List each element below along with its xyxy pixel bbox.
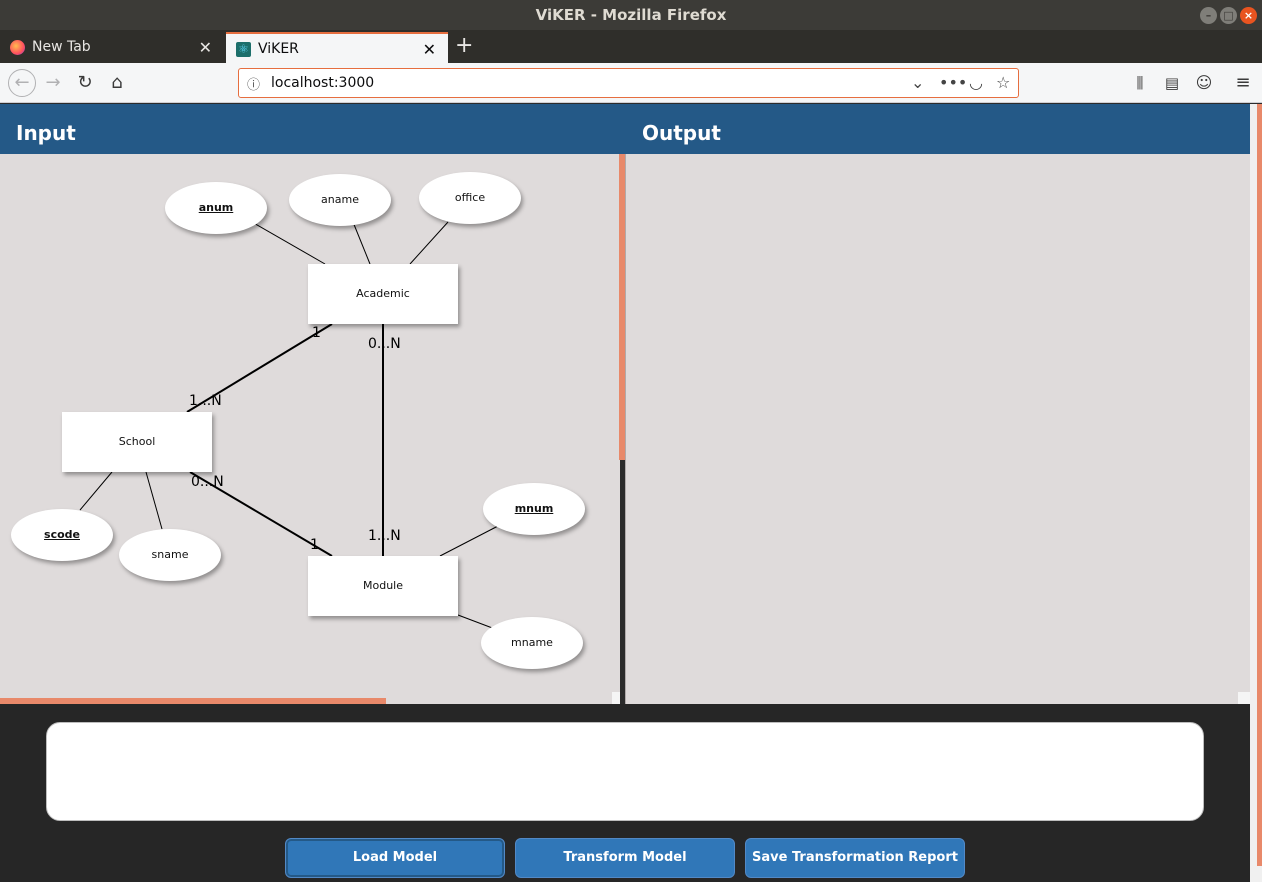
firefox-icon — [10, 40, 25, 55]
chevron-down-icon[interactable]: ⌄ — [911, 73, 925, 92]
entity-academic[interactable]: Academic — [308, 264, 458, 324]
window-title: ViKER - Mozilla Firefox — [535, 6, 727, 24]
input-panel[interactable]: Academic School Module anum aname office… — [0, 154, 620, 704]
close-tab-icon[interactable]: ✕ — [198, 38, 212, 57]
output-panel[interactable] — [626, 154, 1250, 704]
attribute-office[interactable]: office — [419, 172, 521, 224]
input-vertical-scrollbar[interactable] — [619, 154, 625, 460]
page-scrollbar-thumb[interactable] — [1257, 104, 1262, 866]
attribute-anum[interactable]: anum — [165, 182, 267, 234]
save-transformation-report-button[interactable]: Save Transformation Report — [745, 838, 965, 878]
sidebar-icon[interactable]: ▤ — [1164, 74, 1180, 92]
navigation-bar: ← → ↻ ⌂ ⓘ localhost:3000 ⌄ ••• ◡ ☆ ⫼ ▤ ☺… — [0, 63, 1262, 103]
bottom-bar: Load Model Transform Model Save Transfor… — [0, 704, 1250, 882]
attribute-scode[interactable]: scode — [11, 509, 113, 561]
close-tab-icon[interactable]: ✕ — [422, 40, 436, 59]
new-tab-icon[interactable]: + — [455, 33, 474, 58]
entity-module[interactable]: Module — [308, 556, 458, 616]
back-icon[interactable]: ← — [8, 69, 36, 97]
app-header: Input Output — [0, 104, 1250, 154]
url-text[interactable]: localhost:3000 — [271, 75, 375, 91]
load-model-button[interactable]: Load Model — [285, 838, 505, 878]
transformation-report-textarea[interactable] — [46, 722, 1204, 821]
home-icon[interactable]: ⌂ — [111, 72, 123, 93]
cardinality-label: 1...N — [189, 393, 222, 409]
account-icon[interactable]: ☺ — [1195, 73, 1213, 92]
entity-school[interactable]: School — [62, 412, 212, 472]
attribute-aname[interactable]: aname — [289, 174, 391, 226]
library-icon[interactable]: ⫼ — [1136, 74, 1144, 92]
tab-label: ViKER — [258, 41, 299, 57]
window-title-bar: ViKER - Mozilla Firefox – □ × — [0, 0, 1262, 30]
er-diagram-lines — [79, 221, 499, 630]
bookmark-star-icon[interactable]: ☆ — [996, 73, 1011, 92]
menu-icon[interactable]: ≡ — [1235, 72, 1251, 93]
cardinality-label: 1 — [310, 537, 319, 553]
forward-icon[interactable]: → — [45, 72, 61, 93]
close-window-icon[interactable]: × — [1240, 7, 1257, 24]
output-title: Output — [642, 121, 721, 145]
maximize-icon[interactable]: □ — [1220, 7, 1237, 24]
cardinality-label: 1...N — [368, 528, 401, 544]
transform-model-button[interactable]: Transform Model — [515, 838, 735, 878]
attribute-mnum[interactable]: mnum — [483, 483, 585, 535]
tab-new-tab[interactable]: New Tab ✕ — [0, 32, 224, 63]
scroll-corner — [612, 692, 620, 704]
react-icon: ⚛ — [236, 42, 251, 57]
panel-divider — [625, 154, 626, 704]
minimize-icon[interactable]: – — [1200, 7, 1217, 24]
address-bar[interactable]: ⓘ localhost:3000 ⌄ ••• ◡ ☆ — [238, 68, 1019, 98]
attribute-mname[interactable]: mname — [481, 617, 583, 669]
more-actions-icon[interactable]: ••• — [939, 73, 968, 92]
cardinality-label: 0...N — [368, 336, 401, 352]
attribute-sname[interactable]: sname — [119, 529, 221, 581]
input-horizontal-scrollbar[interactable] — [0, 698, 386, 704]
scroll-corner — [1238, 692, 1250, 704]
cardinality-label: 1 — [312, 325, 321, 341]
tab-label: New Tab — [32, 39, 91, 55]
info-icon[interactable]: ⓘ — [247, 78, 261, 93]
tab-viker[interactable]: ⚛ ViKER ✕ — [226, 32, 448, 63]
cardinality-label: 0...N — [191, 474, 224, 490]
input-title: Input — [16, 121, 76, 145]
tab-bar: New Tab ✕ ⚛ ViKER ✕ + — [0, 30, 1262, 63]
pocket-icon[interactable]: ◡ — [969, 73, 983, 92]
reload-icon[interactable]: ↻ — [77, 72, 93, 93]
